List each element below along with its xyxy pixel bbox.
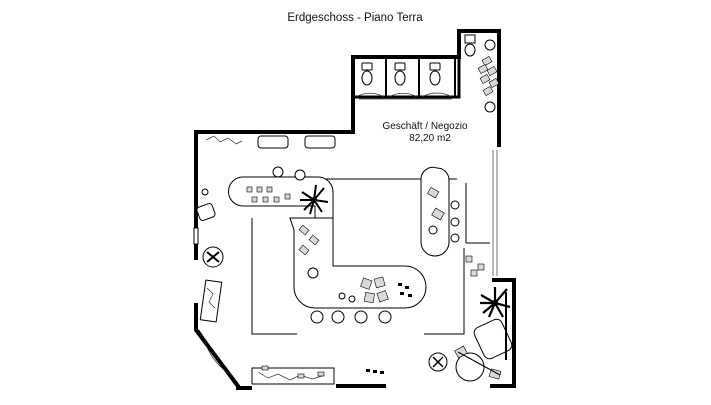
plant-icon — [206, 251, 220, 263]
toilet-icon — [429, 62, 441, 86]
plant-icon — [480, 287, 511, 318]
toilet-icon — [394, 62, 406, 86]
chair-icon — [481, 55, 493, 67]
toilet-icon — [464, 34, 476, 57]
stool-icon — [310, 310, 324, 324]
room-area-label: 82,20 m2 — [409, 133, 451, 144]
door-swing-icon — [355, 92, 385, 98]
south-shelving — [251, 365, 384, 385]
toilet-cubicles — [351, 34, 496, 100]
door-swing-icon — [388, 92, 418, 98]
stool-icon — [272, 166, 284, 178]
stool-icon — [450, 217, 460, 227]
stool-icon — [450, 200, 460, 210]
west-furniture — [193, 188, 224, 323]
wall-east-step — [490, 278, 516, 388]
toilet-icon — [361, 62, 373, 86]
door-swing-icon — [203, 337, 234, 377]
stool-icon — [378, 310, 392, 324]
chair-icon — [482, 85, 494, 97]
chair-icon — [477, 63, 489, 75]
lounge-area — [428, 318, 513, 382]
plant-icon — [484, 101, 496, 113]
plant-icon — [432, 356, 444, 368]
east-items — [465, 255, 507, 360]
door-swing-icon — [421, 92, 453, 98]
stool-icon — [354, 310, 368, 324]
chair-icon — [479, 73, 491, 85]
chair-row-east — [477, 55, 500, 113]
east-glazing — [465, 150, 498, 276]
plant-icon — [300, 184, 329, 215]
plan-title: Erdgeschoss - Piano Terra — [287, 12, 423, 24]
entrance-door — [197, 329, 236, 385]
chair-icon — [488, 77, 500, 89]
round-table — [455, 352, 485, 382]
wall-south-west — [194, 318, 252, 390]
wall-bench-north — [205, 135, 336, 149]
armchair-icon — [473, 318, 513, 360]
serpentine-counter — [228, 166, 460, 324]
room-name-label: Geschäft / Negozio — [382, 121, 467, 132]
stool-icon — [450, 233, 460, 243]
chair-icon — [486, 65, 498, 77]
stool-icon — [331, 310, 345, 324]
stool-icon — [294, 169, 306, 181]
counter-items — [246, 186, 445, 304]
sink-icon — [484, 39, 496, 51]
